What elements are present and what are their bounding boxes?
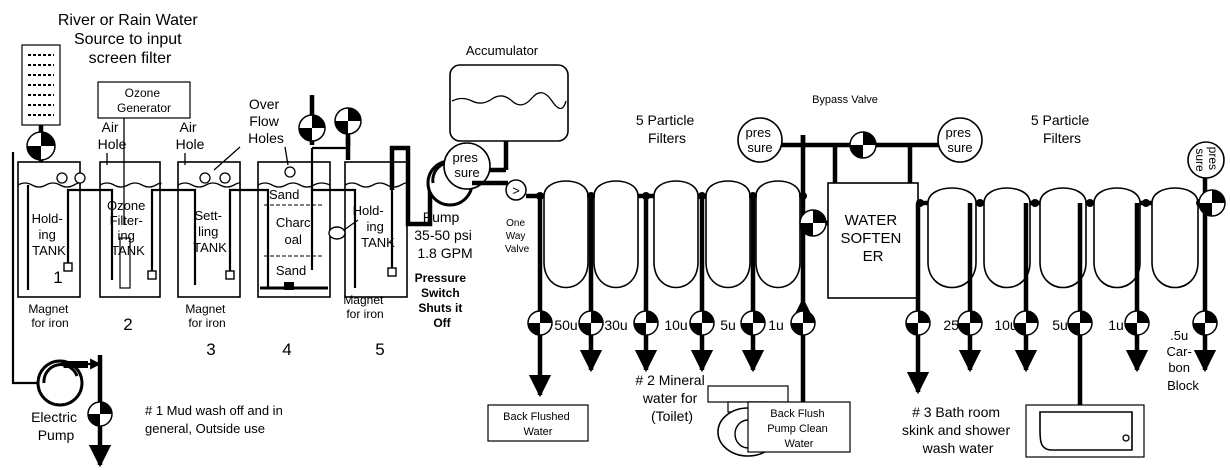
svg-text:Ozone Generator: Ozone Generator bbox=[117, 86, 171, 115]
svg-text:4: 4 bbox=[282, 340, 291, 359]
svg-text:Hold- ing TANK: Hold- ing TANK bbox=[353, 203, 396, 250]
svg-text:Back Flush Pump Clean: Back Flush Pump Clean Water bbox=[767, 408, 831, 450]
valve-icon[interactable] bbox=[1124, 310, 1150, 336]
svg-text:5u: 5u bbox=[720, 317, 736, 333]
bathtub-icon bbox=[1025, 404, 1145, 458]
ozone-generator bbox=[97, 81, 191, 119]
particle-filter-50u: 50u bbox=[543, 180, 589, 333]
svg-text:Hold- ing TANK: Hold- ing TANK bbox=[32, 211, 67, 258]
svg-text:Back Flushed Water: Back Flushed Water bbox=[503, 411, 573, 438]
mineral-water-label: # 2 Mineral water for (Toilet) bbox=[635, 372, 708, 424]
particle-filter-5u: 5u bbox=[705, 180, 751, 333]
pressure-gauge: pres sure bbox=[1187, 141, 1225, 179]
electric-pump-label: Electric Pump bbox=[31, 409, 81, 443]
pressure-gauge: pres sure bbox=[937, 117, 983, 163]
particle-filters-label-2: 5 Particle Filters bbox=[1031, 112, 1093, 146]
svg-text:1u: 1u bbox=[1108, 317, 1124, 333]
valve-icon[interactable] bbox=[849, 131, 877, 159]
svg-text:5u: 5u bbox=[1052, 317, 1068, 333]
svg-text:WATER SOFTEN ER: WATER SOFTEN ER bbox=[840, 212, 905, 265]
valve-icon[interactable] bbox=[633, 310, 659, 336]
valve-icon[interactable] bbox=[1067, 310, 1093, 336]
svg-text:30u: 30u bbox=[604, 317, 627, 333]
air-hole-label-1: Air Hole bbox=[98, 119, 127, 152]
air-hole-label-2: Air Hole bbox=[176, 119, 205, 152]
valve-icon[interactable] bbox=[1192, 310, 1218, 336]
one-way-valve-label: One Way Valve bbox=[505, 218, 530, 255]
outside-use-label: # 1 Mud wash off and in general, Outside… bbox=[145, 403, 286, 436]
valve-icon[interactable] bbox=[26, 131, 56, 161]
svg-text:pres sure: pres sure bbox=[746, 125, 775, 155]
svg-text:pres sure: pres sure bbox=[1193, 147, 1220, 174]
valve-icon[interactable] bbox=[1198, 189, 1226, 217]
carbon-block-label: .5u Car- bon Block bbox=[1167, 328, 1200, 393]
particle-filter-10u-b: 10u bbox=[983, 187, 1031, 333]
svg-text:5: 5 bbox=[375, 340, 384, 359]
svg-text:1: 1 bbox=[53, 268, 62, 287]
svg-text:pres sure: pres sure bbox=[453, 150, 482, 180]
bypass-valve-label: Bypass Valve bbox=[812, 94, 878, 106]
source-label: River or Rain Water Source to input scre… bbox=[58, 12, 202, 67]
valve-icon[interactable] bbox=[334, 107, 362, 135]
accumulator bbox=[449, 64, 569, 142]
svg-text:Sand Charc oal: Sand Charc oal Sand bbox=[269, 187, 314, 278]
bathroom-label: # 3 Bath room skink and shower wash wate… bbox=[902, 404, 1014, 456]
magnet-label-1: Magnet for iron bbox=[28, 302, 71, 330]
particle-filter-1u-b: 1u bbox=[1093, 187, 1141, 333]
carbon-block-filter bbox=[1151, 187, 1199, 289]
water-softener bbox=[827, 182, 919, 299]
screen-filter bbox=[21, 44, 61, 126]
valve-icon[interactable] bbox=[689, 310, 715, 336]
svg-text:3: 3 bbox=[206, 340, 215, 359]
svg-text:pres sure: pres sure bbox=[946, 125, 975, 155]
valve-icon[interactable] bbox=[799, 209, 827, 237]
magnet-label-5: Magnet for iron bbox=[343, 293, 386, 321]
valve-icon[interactable] bbox=[740, 310, 766, 336]
svg-text:Sett- ling TANK: Sett- ling TANK bbox=[193, 208, 227, 255]
valve-icon[interactable] bbox=[790, 310, 816, 336]
pressure-gauge: pres sure bbox=[443, 142, 491, 190]
electric-pump-icon[interactable] bbox=[36, 359, 88, 407]
pressure-gauge: pres sure bbox=[737, 117, 783, 163]
one-way-valve[interactable]: > bbox=[505, 179, 527, 201]
svg-text:2: 2 bbox=[123, 315, 132, 334]
back-flushed-water-box bbox=[487, 404, 589, 442]
valve-icon[interactable] bbox=[905, 310, 931, 336]
valve-icon[interactable] bbox=[578, 310, 604, 336]
tank-5: Hold- ing TANK 5 bbox=[328, 161, 408, 359]
overflow-holes-label: Over Flow Holes bbox=[248, 96, 284, 146]
accumulator-label: Accumulator bbox=[466, 43, 539, 58]
valve-icon[interactable] bbox=[527, 310, 553, 336]
particle-filters-label-1: 5 Particle Filters bbox=[636, 112, 698, 146]
valve-icon[interactable] bbox=[957, 310, 983, 336]
svg-text:10u: 10u bbox=[664, 317, 687, 333]
valve-icon[interactable] bbox=[1013, 310, 1039, 336]
magnet-label-3: Magnet for iron bbox=[185, 302, 228, 330]
valve-icon[interactable] bbox=[87, 401, 113, 427]
back-flush-pump-box bbox=[747, 401, 851, 453]
particle-filter-30u: 30u bbox=[593, 180, 639, 333]
pressure-switch-label: Pressure Switch Shuts it Off bbox=[415, 271, 470, 330]
svg-text:50u: 50u bbox=[554, 317, 577, 333]
svg-text:>: > bbox=[512, 183, 520, 198]
valve-icon[interactable] bbox=[298, 114, 326, 142]
svg-text:10u: 10u bbox=[994, 317, 1017, 333]
svg-text:1u: 1u bbox=[768, 317, 784, 333]
particle-filter-1u: 1u bbox=[755, 180, 801, 333]
pump-label: Pump 35-50 psi 1.8 GPM bbox=[414, 209, 475, 261]
particle-filter-5u-b: 5u bbox=[1039, 187, 1087, 333]
particle-filter-10u: 10u bbox=[653, 180, 699, 333]
svg-text:Ozone Filter- ing: Ozone Filter- ing TANK bbox=[107, 198, 149, 258]
